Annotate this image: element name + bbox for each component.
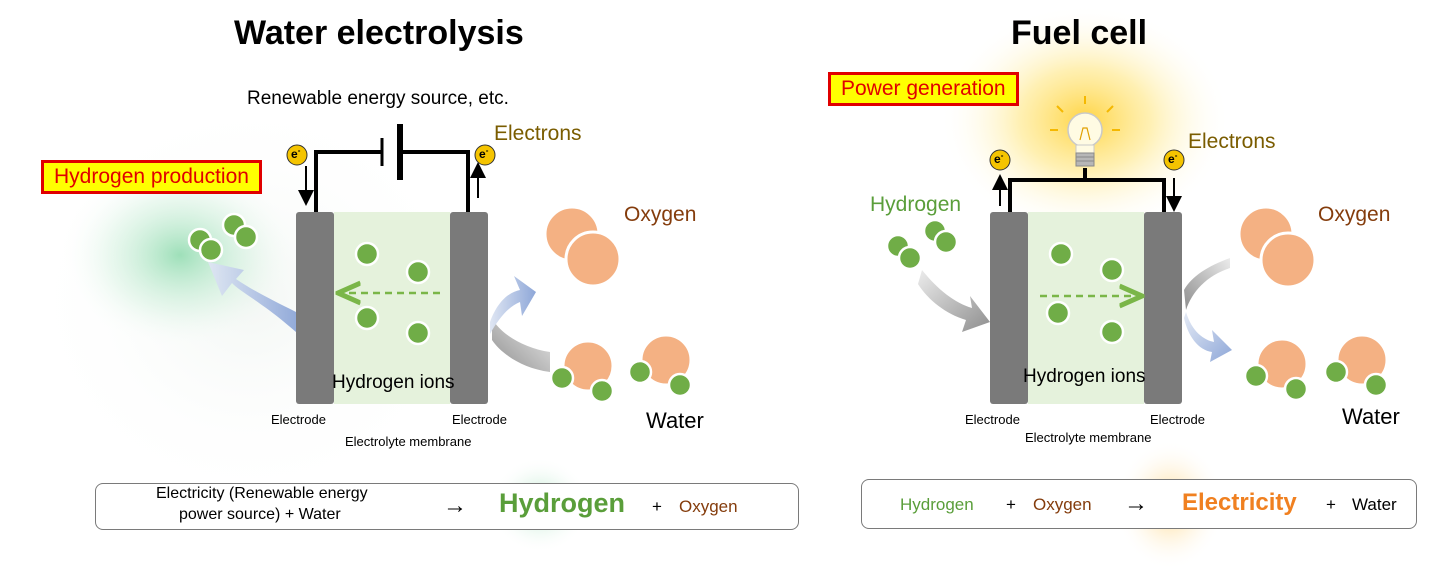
right-water-label: Water — [1342, 404, 1400, 429]
left-eq-arrow: → — [443, 492, 467, 519]
right-electron-symbol-left: e- — [994, 151, 1004, 166]
left-ions-label: Hydrogen ions — [332, 372, 455, 393]
left-title: Water electrolysis — [234, 14, 524, 52]
right-electron-badge-left — [989, 149, 1011, 171]
right-electrode-left-label: Electrode — [965, 412, 1020, 427]
left-electrons-label: Electrons — [494, 122, 582, 145]
left-electrode-right — [450, 212, 488, 404]
right-title: Fuel cell — [1011, 14, 1148, 52]
hydrogen-production-badge: Hydrogen production — [41, 160, 262, 194]
left-eq-plus: + — [652, 497, 662, 516]
right-water-molecules — [1243, 333, 1389, 402]
left-electrode-left-label: Electrode — [271, 412, 326, 427]
right-equation-box: Hydrogen + Oxygen → Electricity + Water — [861, 479, 1417, 529]
right-hydrogen-label: Hydrogen — [870, 193, 962, 216]
left-electrode-left — [296, 212, 334, 404]
right-oxygen-label: Oxygen — [1318, 203, 1391, 226]
left-electron-symbol-left: e- — [291, 146, 301, 161]
left-electrode-right-label: Electrode — [452, 412, 507, 427]
renewable-source-label: Renewable energy source, etc. — [247, 88, 509, 109]
left-water-label: Water — [646, 408, 704, 433]
left-eq-product-hydrogen: Hydrogen — [499, 488, 626, 518]
right-membrane-label: Electrolyte membrane — [1025, 430, 1152, 445]
right-eq-plus2: + — [1326, 495, 1336, 514]
power-generation-badge: Power generation — [828, 72, 1019, 106]
right-eq-product-electricity: Electricity — [1182, 489, 1297, 516]
left-oxygen-label: Oxygen — [624, 203, 697, 226]
right-water-out-arrow — [1184, 312, 1232, 362]
right-electron-symbol-right: e- — [1168, 151, 1178, 166]
left-hydrogen-out-arrow — [208, 262, 296, 332]
right-ions-label: Hydrogen ions — [1023, 366, 1146, 387]
hydrogen-green-glow — [60, 160, 300, 350]
right-eq-arrow: → — [1124, 490, 1148, 517]
right-hydrogen-ions — [1045, 241, 1125, 345]
left-electron-symbol-right: e- — [479, 146, 489, 161]
left-hydrogen-molecules — [187, 212, 259, 263]
left-eq-reactant-line2: power source) + Water — [179, 506, 341, 523]
right-electrode-left — [990, 212, 1028, 404]
right-electrode-right-label: Electrode — [1150, 412, 1205, 427]
left-eq-product-oxygen: Oxygen — [679, 497, 738, 516]
right-electrode-right — [1144, 212, 1182, 404]
left-oxygen-molecule — [543, 205, 622, 288]
left-eq-reactant-line1: Electricity (Renewable energy — [156, 485, 368, 502]
left-electron-badge-right — [474, 144, 496, 166]
right-electron-badge-right — [1163, 149, 1185, 171]
left-equation-box: Electricity (Renewable energy power sour… — [95, 483, 799, 530]
right-eq-product-water: Water — [1352, 495, 1397, 514]
left-circuit-wire — [314, 150, 470, 212]
right-hydrogen-molecules — [885, 218, 959, 271]
right-oxygen-in-arrow — [1184, 258, 1230, 310]
right-eq-plus1: + — [1006, 495, 1016, 514]
left-membrane-label: Electrolyte membrane — [345, 434, 472, 449]
left-water-molecules — [549, 333, 693, 404]
right-eq-reactant-oxygen: Oxygen — [1033, 495, 1092, 514]
right-hydrogen-in-arrow — [918, 270, 990, 332]
right-oxygen-molecule — [1237, 205, 1317, 289]
right-eq-reactant-hydrogen: Hydrogen — [900, 495, 974, 514]
left-oxygen-out-arrow — [490, 276, 536, 334]
right-electrons-label: Electrons — [1188, 130, 1276, 153]
left-water-in-arrow — [492, 318, 550, 372]
left-electrolyte-membrane — [334, 212, 450, 404]
left-hydrogen-ions — [354, 241, 431, 346]
light-bulb-icon — [1050, 96, 1120, 167]
left-electron-badge-left — [286, 144, 308, 166]
